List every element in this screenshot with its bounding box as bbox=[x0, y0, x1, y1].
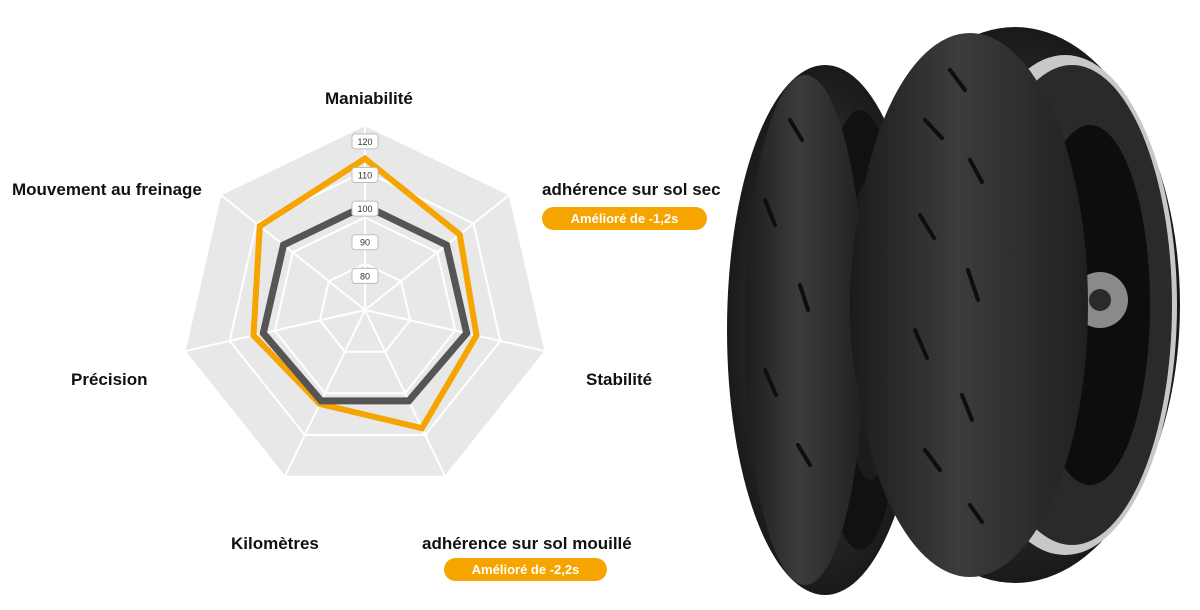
grid-ring bbox=[228, 170, 502, 436]
tick-label-group: 90 bbox=[351, 234, 379, 251]
grid-spoke bbox=[283, 309, 366, 478]
axis-label-stabilite: Stabilité bbox=[586, 370, 653, 389]
grid-ring bbox=[183, 123, 547, 478]
axis-label-adherence-mouille: adhérence sur sol mouillé bbox=[422, 534, 632, 553]
axis-label-maniabilite: Maniabilité bbox=[325, 89, 413, 108]
grid-spoke bbox=[219, 193, 366, 311]
radar-chart: 80 90 100 110 120 bbox=[183, 123, 547, 478]
axis-label-adherence-sec: adhérence sur sol sec bbox=[542, 180, 721, 199]
tick-label: 80 bbox=[360, 271, 370, 281]
tick-label-box bbox=[351, 166, 379, 183]
tick-label-group: 100 bbox=[351, 200, 379, 217]
series-line-0 bbox=[250, 154, 480, 432]
tick-label-box bbox=[351, 200, 379, 217]
tick-label-group: 120 bbox=[351, 133, 379, 150]
tick-label-box bbox=[351, 133, 379, 150]
grid-ring bbox=[318, 262, 412, 353]
rear-tire bbox=[850, 27, 1180, 583]
axis-label-kilometres: Kilomètres bbox=[231, 534, 319, 553]
tick-label-box bbox=[351, 267, 379, 284]
tick-label-group: 110 bbox=[351, 166, 379, 183]
axis-label-mouvement-freinage: Mouvement au freinage bbox=[12, 180, 202, 199]
improvement-badge-wet: Amélioré de -2,2s bbox=[444, 558, 607, 581]
tick-label: 100 bbox=[357, 204, 372, 214]
tick-label: 120 bbox=[357, 137, 372, 147]
tick-label-box bbox=[351, 234, 379, 251]
grid-ring bbox=[273, 216, 457, 395]
improvement-badge-dry: Amélioré de -1,2s bbox=[542, 207, 707, 230]
tick-label-group: 80 bbox=[351, 267, 379, 284]
tick-label: 110 bbox=[358, 170, 372, 180]
series-line-1 bbox=[259, 201, 471, 405]
tread-pattern bbox=[763, 68, 984, 524]
axis-label-precision: Précision bbox=[71, 370, 148, 389]
grid-spoke bbox=[364, 309, 447, 478]
tires-photo bbox=[727, 27, 1180, 595]
tick-label: 90 bbox=[360, 238, 370, 248]
grid-spoke bbox=[184, 309, 366, 353]
grid-spoke bbox=[364, 193, 511, 311]
grid-spoke bbox=[364, 309, 546, 353]
